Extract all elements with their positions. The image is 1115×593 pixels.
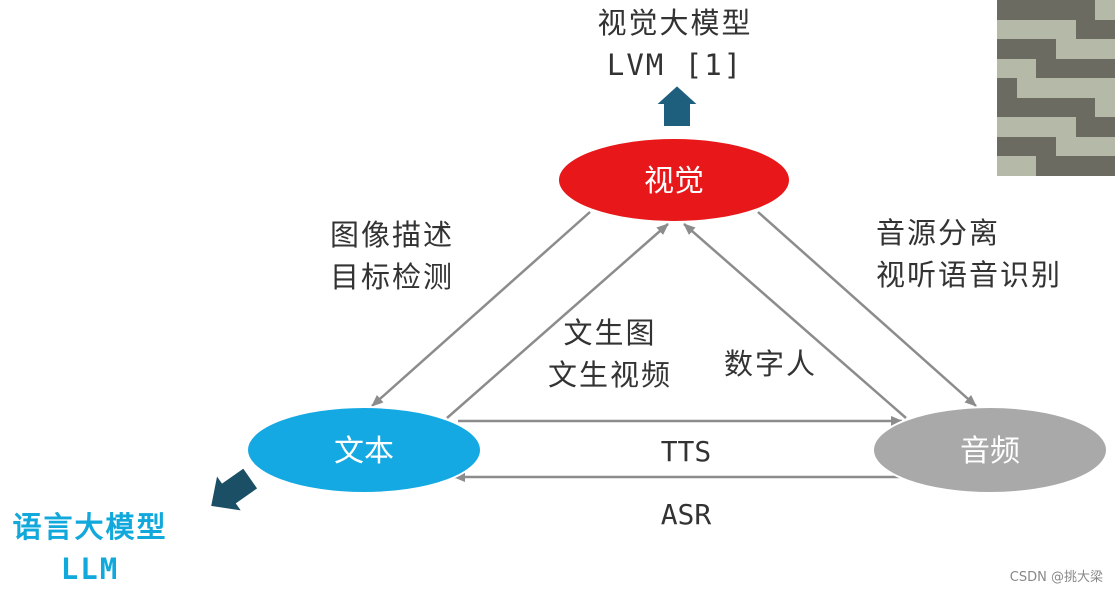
- lvm-title: 视觉大模型 LVM [1]: [560, 2, 790, 86]
- thumbnail-tile: [1036, 39, 1056, 59]
- lvm-title-cn: 视觉大模型: [597, 6, 753, 40]
- thumbnail-tile: [1016, 19, 1037, 40]
- thumbnail-tile: [1016, 97, 1037, 118]
- thumbnail-tile: [1036, 0, 1056, 20]
- thumbnail-tile: [1095, 97, 1115, 118]
- watermark: CSDN @挑大梁: [1009, 570, 1103, 585]
- llm-title-en: LLM: [60, 552, 120, 586]
- label-vision-to-audio: 音源分离 视听语音识别: [876, 212, 1062, 296]
- node-text-label: 文本: [334, 434, 394, 469]
- node-vision-label: 视觉: [644, 164, 704, 199]
- thumbnail-tile: [997, 0, 1017, 20]
- label-text-to-vision: 文生图 文生视频: [535, 312, 685, 396]
- thumbnail-tile: [1016, 78, 1037, 98]
- label-source-separation: 音源分离: [876, 216, 1001, 250]
- thumbnail-tile: [1016, 136, 1037, 157]
- thumbnail-tile: [1075, 0, 1096, 20]
- thumbnail-tile: [1036, 156, 1056, 176]
- thumbnail-tile: [1055, 78, 1076, 98]
- thumbnail-tile: [997, 97, 1017, 118]
- label-tts: TTS: [661, 435, 712, 468]
- label-asr: ASR: [661, 498, 712, 531]
- thumbnail-tile: [1095, 39, 1115, 59]
- thumbnail-tile: [1095, 136, 1115, 157]
- thumbnail-tile: [1095, 156, 1115, 176]
- thumbnail-tile: [1095, 19, 1115, 40]
- node-audio: [872, 406, 1108, 494]
- thumbnail-tile: [1075, 58, 1096, 79]
- edge-vision-to-audio: [757, 211, 977, 407]
- thumbnail-tile: [1055, 136, 1076, 157]
- thumbnail-tile: [1095, 0, 1115, 20]
- thumbnail-tile: [1055, 0, 1076, 20]
- thumbnail-tile: [997, 136, 1017, 157]
- thumbnail-tile: [1095, 117, 1115, 137]
- thumbnail-tile: [1016, 39, 1037, 59]
- label-text-to-image: 文生图: [563, 316, 657, 350]
- edge-text-to-vision: [446, 223, 669, 419]
- thumbnail-tile: [997, 117, 1017, 137]
- thumbnail-tile: [1055, 19, 1076, 40]
- thumbnail-tile: [997, 19, 1017, 40]
- thumbnail-tile: [997, 78, 1017, 98]
- thumbnail-tile: [1016, 156, 1037, 176]
- block-arrow-up: [652, 83, 702, 128]
- label-text-to-video: 文生视频: [547, 358, 672, 392]
- thumbnail-tile: [1016, 117, 1037, 137]
- label-caption: 图像描述: [330, 218, 455, 252]
- thumbnail-tile: [1075, 136, 1096, 157]
- blurred-video-thumbnail: [997, 0, 1115, 176]
- thumbnail-tile: [997, 58, 1017, 79]
- node-audio-label: 音频: [960, 434, 1020, 469]
- thumbnail-tile: [1095, 78, 1115, 98]
- thumbnail-tile: [1075, 117, 1096, 137]
- thumbnail-tile: [1075, 156, 1096, 176]
- thumbnail-tile: [1075, 39, 1096, 59]
- node-vision: [557, 137, 791, 223]
- node-text: [246, 406, 482, 494]
- thumbnail-tile: [1036, 117, 1056, 137]
- thumbnail-tile: [1036, 58, 1056, 79]
- edge-audio-to-vision: [683, 223, 907, 419]
- thumbnail-tile: [1016, 0, 1037, 20]
- llm-title-cn: 语言大模型: [12, 510, 168, 544]
- thumbnail-tile: [1075, 19, 1096, 40]
- thumbnail-tile: [1055, 156, 1076, 176]
- thumbnail-tile: [1036, 136, 1056, 157]
- label-av-speech-recognition: 视听语音识别: [876, 258, 1063, 292]
- thumbnail-tile: [1075, 78, 1096, 98]
- thumbnail-tile: [1036, 97, 1056, 118]
- edge-vision-to-text: [371, 211, 591, 407]
- thumbnail-tile: [1036, 19, 1056, 40]
- label-vision-to-text: 图像描述 目标检测: [330, 214, 454, 298]
- thumbnail-tile: [1095, 58, 1115, 79]
- thumbnail-tile: [1075, 97, 1096, 118]
- thumbnail-tile: [997, 39, 1017, 59]
- thumbnail-tile: [1016, 58, 1037, 79]
- thumbnail-tile: [1055, 58, 1076, 79]
- thumbnail-tile: [1055, 39, 1076, 59]
- thumbnail-tile: [1036, 78, 1056, 98]
- label-digital-human: 数字人: [724, 347, 818, 381]
- thumbnail-tile: [1055, 97, 1076, 118]
- block-arrow-down-left: [208, 465, 260, 514]
- lvm-title-en: LVM [1]: [606, 48, 744, 82]
- thumbnail-tile: [1055, 117, 1076, 137]
- thumbnail-tile: [997, 156, 1017, 176]
- llm-title: 语言大模型 LLM: [0, 506, 180, 590]
- label-detection: 目标检测: [330, 260, 455, 294]
